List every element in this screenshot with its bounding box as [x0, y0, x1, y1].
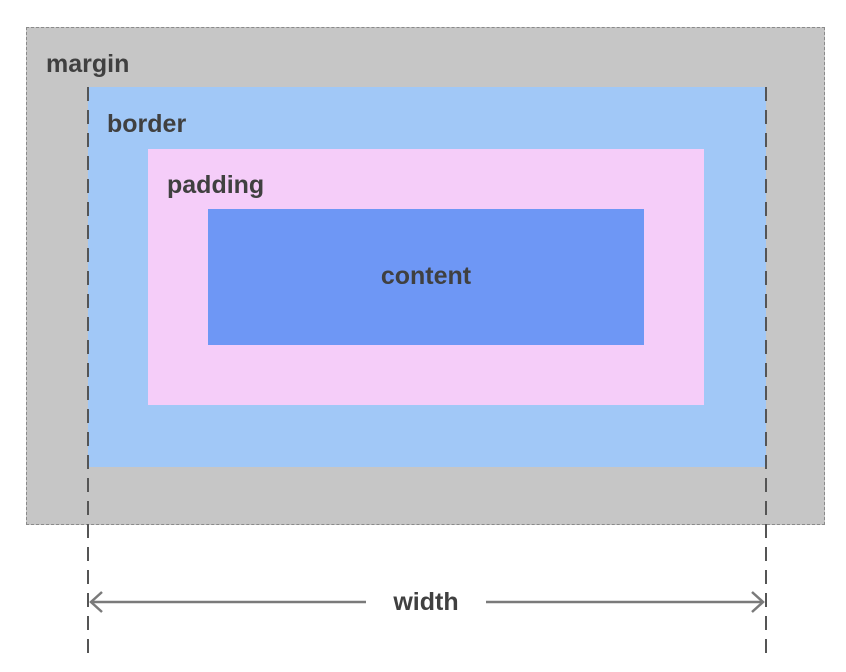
- padding-label: padding: [167, 171, 265, 199]
- width-arrow-left-head: [89, 591, 103, 613]
- content-label: content: [380, 262, 472, 290]
- border-label: border: [107, 110, 187, 138]
- margin-label: margin: [46, 50, 130, 78]
- width-label: width: [393, 588, 459, 616]
- width-arrow-right-head: [751, 591, 765, 613]
- content-area: [208, 209, 644, 345]
